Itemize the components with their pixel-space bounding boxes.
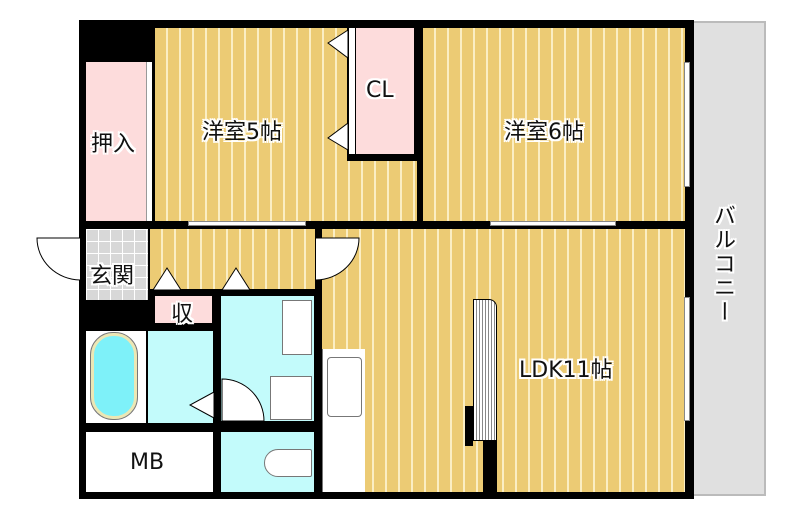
oshiire-label: 押入 [91, 132, 136, 157]
western-room-5-label: 洋室5帖 [202, 120, 282, 145]
meter-box-label: MB [130, 450, 165, 475]
window-room-6 [684, 62, 690, 187]
storage-label: 収 [171, 302, 194, 327]
closet-door-swing-icon [327, 29, 349, 151]
partition-wall [465, 406, 473, 446]
entrance-door-swing-icon [36, 237, 81, 281]
ldk-door-swing-icon [315, 237, 360, 281]
balcony-label: バルコニー [710, 204, 735, 324]
window-ldk [684, 297, 690, 421]
toilet-icon [264, 449, 312, 477]
toilet-door-swing-icon [221, 378, 265, 422]
storage-door-swing-icon [152, 267, 251, 291]
door-room-5 [188, 221, 306, 226]
washbasin-icon [282, 300, 312, 355]
balcony-lower [688, 230, 766, 496]
ldk-floor [322, 229, 685, 492]
entrance-label: 玄関 [90, 264, 135, 289]
washing-machine-icon [270, 376, 312, 420]
ldk-label: LDK11帖 [519, 358, 613, 383]
staircase-partition [473, 299, 497, 441]
bath-door-swing-icon [188, 391, 215, 419]
door-room-6 [490, 221, 616, 226]
meter-box-area [86, 432, 213, 492]
partition-wall-lower [483, 440, 497, 492]
oshiire-door [146, 62, 152, 221]
western-room-6-label: 洋室6帖 [504, 120, 584, 145]
storage-area [155, 296, 212, 323]
closet-label: CL [366, 78, 394, 103]
closet-door [349, 28, 355, 154]
closet-area [356, 28, 414, 154]
western-room-6-floor [423, 28, 685, 221]
entrance-area [86, 229, 148, 300]
oshiire-area [86, 62, 146, 221]
bathtub-icon [90, 332, 138, 420]
kitchen-sink-icon [327, 357, 362, 417]
